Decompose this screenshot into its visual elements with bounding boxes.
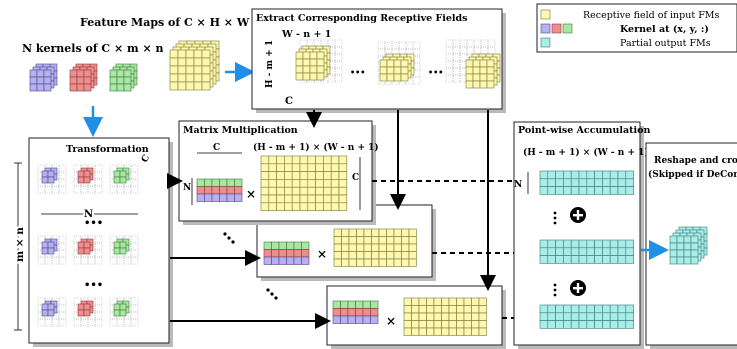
n-label-matmul: N — [183, 183, 191, 193]
transformed-kernels-row-1 — [37, 164, 139, 194]
n-label-transform: N — [84, 209, 93, 220]
legend-kernel-text: Kernel at (x, y, :) — [620, 24, 709, 35]
transformation-title: Transformation — [66, 144, 149, 155]
n-kernels-label: N kernels of C × m × n — [22, 42, 164, 55]
h-m-1-label: H - m + 1 — [265, 40, 275, 88]
plus-icon-1 — [570, 207, 586, 223]
transformation-panel: Transformation C N ••• ••• m × n — [12, 137, 173, 347]
reshape-panel: Reshape and crop (Skipped if DeConv) — [645, 142, 737, 349]
extract-dots-2: ••• — [428, 67, 443, 77]
transformed-kernels-row-2 — [37, 235, 139, 265]
extract-title: Extract Corresponding Receptive Fields — [256, 13, 468, 24]
times-1: × — [246, 187, 256, 201]
c-right-label: C — [352, 173, 359, 183]
c-top-label: C — [213, 143, 220, 153]
kernel-cube-red — [69, 63, 98, 92]
m-times-n-label: m × n — [14, 227, 26, 262]
legend-partial-text: Partial output FMs — [620, 38, 711, 49]
legend-purple-swatch — [540, 23, 551, 34]
receptive-field-stack-1 — [295, 39, 343, 83]
receptive-field-stack-3 — [445, 39, 501, 89]
times-3: × — [386, 314, 396, 328]
receptive-field-stack-2 — [377, 41, 421, 85]
transform-dots-2: ••• — [84, 280, 103, 291]
diag-dots-1 — [223, 232, 235, 244]
legend-cyan-swatch — [540, 37, 551, 48]
kernel-cube-purple — [29, 63, 58, 92]
feature-map-cube — [169, 40, 220, 91]
w-n-1-label: W - n + 1 — [281, 29, 331, 40]
c-vert-label: C — [285, 96, 293, 107]
extract-panel: Extract Corresponding Receptive Fields W… — [251, 8, 506, 113]
plus-icon-2 — [570, 280, 586, 296]
matmul-panel-3: × — [326, 285, 506, 349]
transformed-kernels-row-3 — [37, 297, 139, 327]
diag-dots-2 — [266, 288, 278, 300]
n-label-pointwise: N — [514, 180, 522, 190]
skipped-label: (Skipped if DeConv) — [648, 169, 737, 180]
legend-receptive-text: Receptive field of input FMs — [583, 10, 720, 21]
hw-dims-label-1: (H - m + 1) × (W - n + 1) — [253, 142, 379, 153]
kernel-cube-green — [109, 63, 138, 92]
matmul-title: Matrix Multiplication — [183, 125, 298, 136]
vdots-2 — [553, 283, 557, 297]
c-small-label: C — [140, 153, 152, 164]
legend: Receptive field of input FMs Kernel at (… — [536, 3, 737, 53]
legend-yellow-swatch — [540, 9, 551, 20]
vdots-1 — [553, 211, 557, 225]
matmul-panel-2: × — [256, 204, 436, 281]
hw-dims-label-2: (H - m + 1) × (W - n + 1) — [523, 147, 649, 158]
output-cube — [669, 226, 708, 265]
pointwise-title: Point-wise Accumulation — [518, 125, 650, 136]
feature-maps-label: Feature Maps of C × H × W — [80, 16, 250, 29]
reshape-title: Reshape and crop — [654, 156, 737, 166]
matmul-panel-1: Matrix Multiplication C (H - m + 1) × (W… — [178, 120, 379, 225]
legend-green-swatch — [562, 23, 573, 34]
legend-red-swatch — [551, 23, 562, 34]
times-2: × — [317, 247, 327, 261]
transform-dots-1: ••• — [84, 218, 103, 229]
pointwise-panel: Point-wise Accumulation (H - m + 1) × (W… — [513, 121, 650, 349]
extract-dots-1: ••• — [350, 67, 365, 77]
